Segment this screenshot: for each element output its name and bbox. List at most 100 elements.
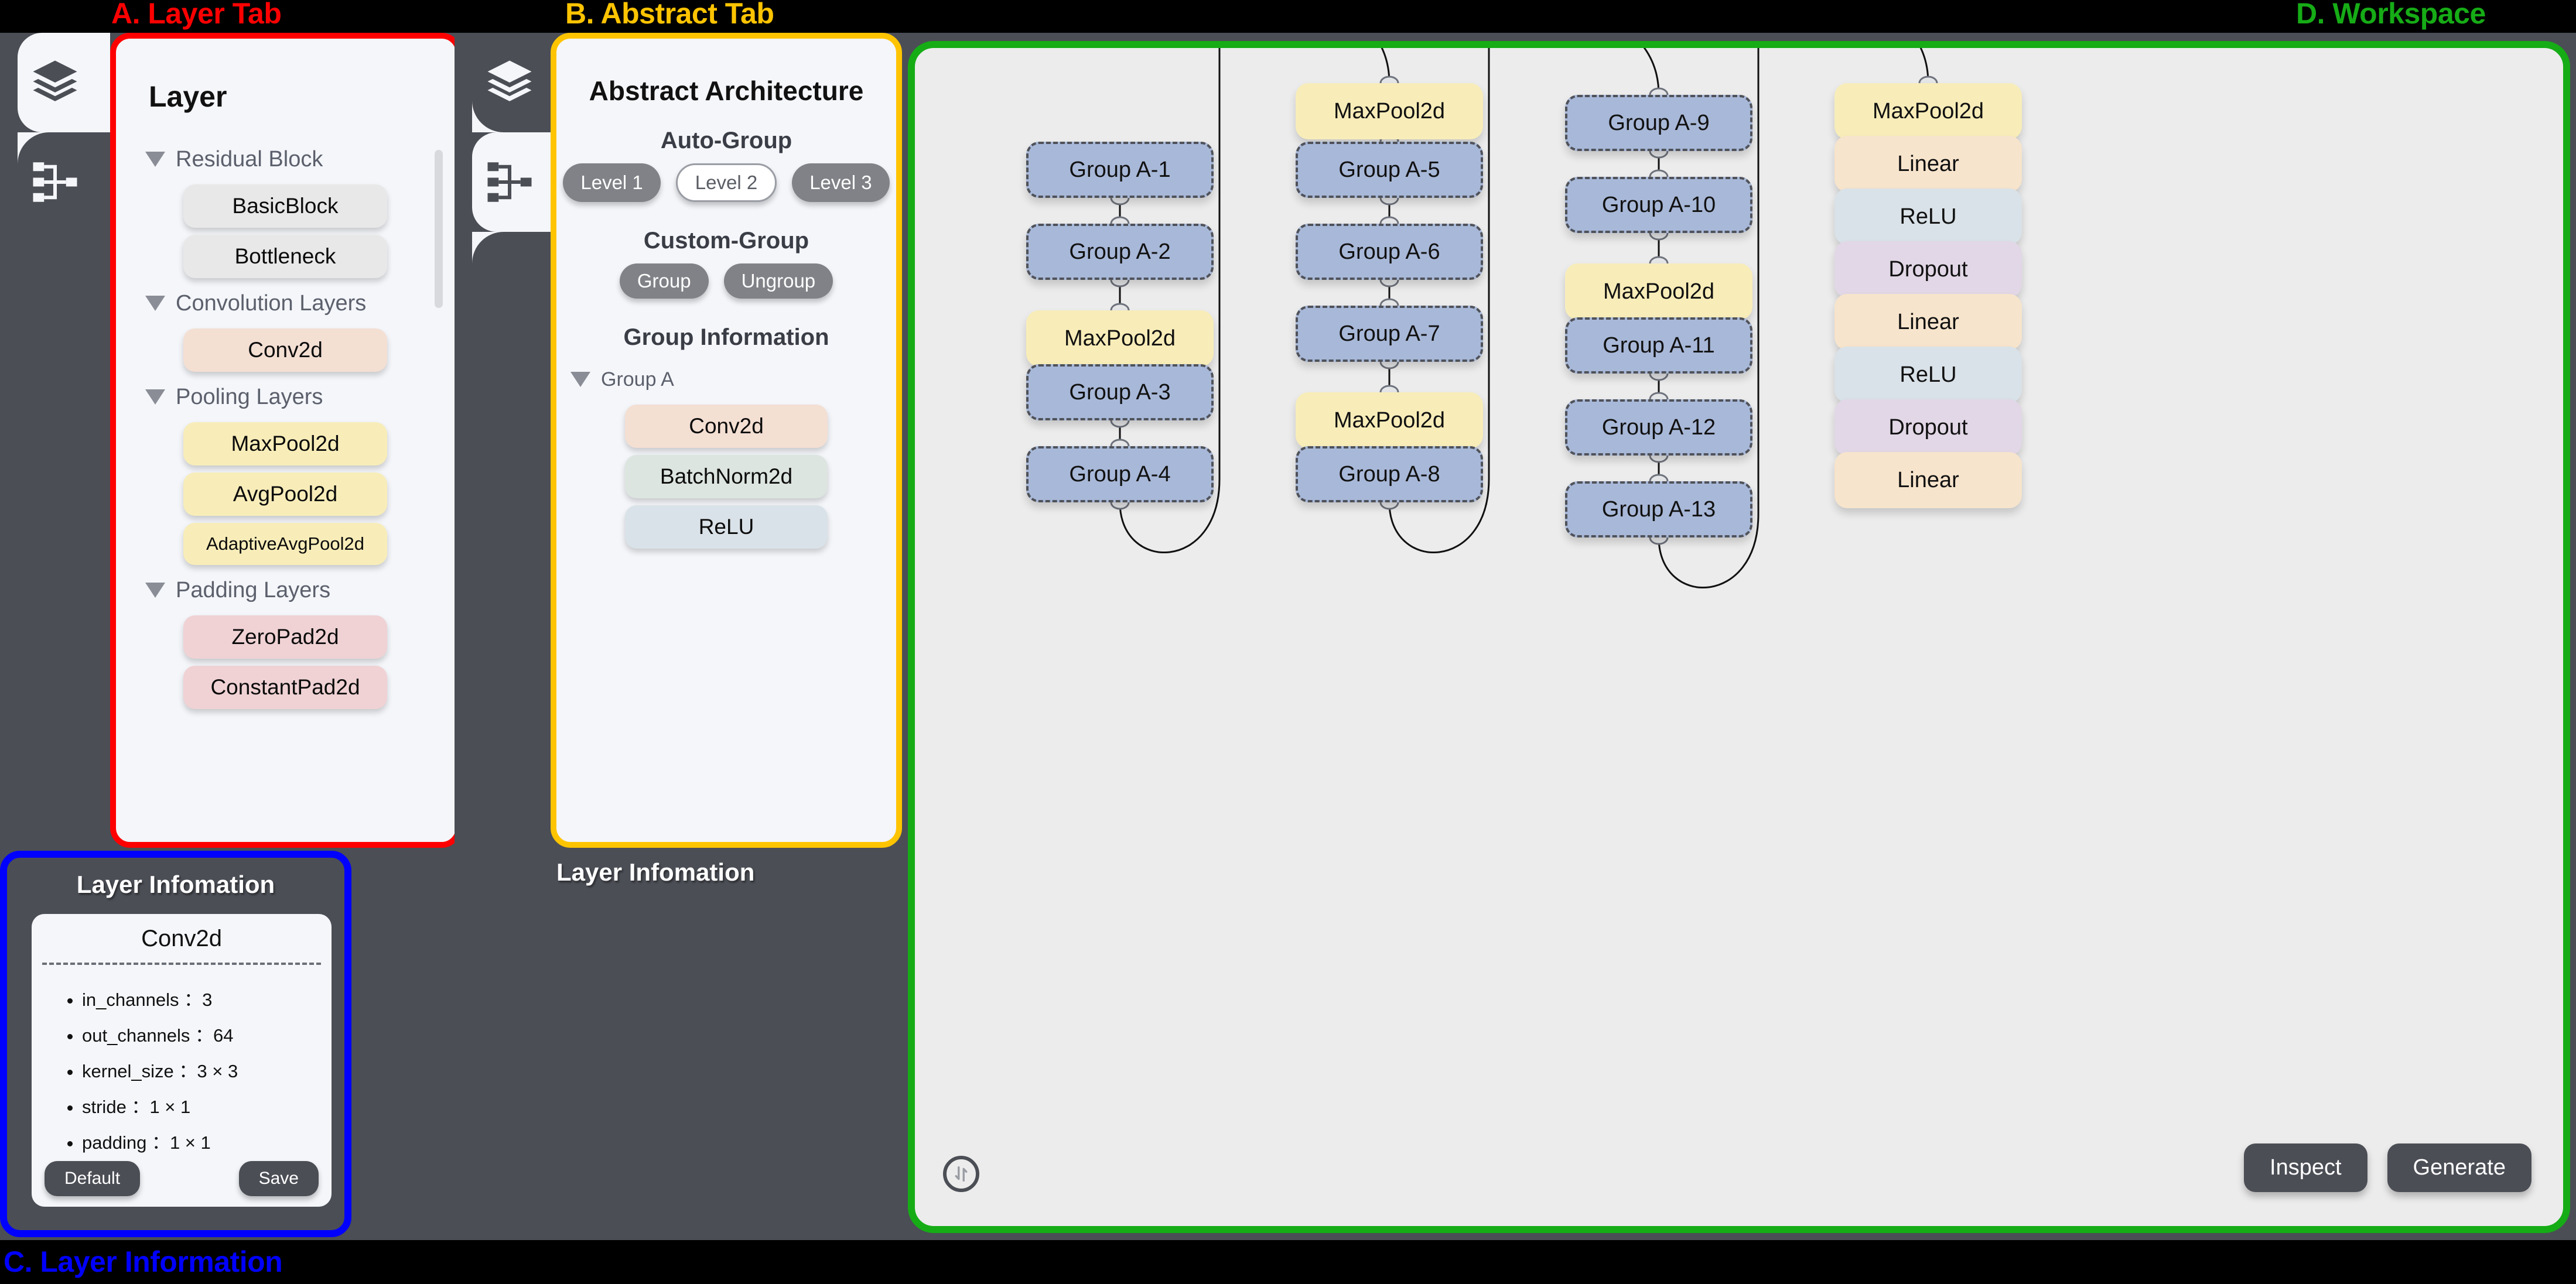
workspace-node[interactable]: ReLU bbox=[1834, 189, 2022, 245]
layer-property: stride ：1 × 1 bbox=[82, 1092, 332, 1118]
workspace-node[interactable]: Group A-13 bbox=[1565, 481, 1752, 537]
ungroup-button[interactable]: Ungroup bbox=[723, 263, 833, 299]
workspace-node[interactable]: MaxPool2d bbox=[1296, 392, 1483, 448]
inspect-button[interactable]: Inspect bbox=[2244, 1143, 2367, 1192]
workspace-node[interactable]: Group A-4 bbox=[1026, 446, 1214, 502]
workspace-node[interactable]: MaxPool2d bbox=[1296, 83, 1483, 139]
workspace-node-label: Group A-1 bbox=[1069, 157, 1171, 182]
workspace-node[interactable]: Group A-7 bbox=[1296, 306, 1483, 362]
layer-category-list[interactable]: Residual Block BasicBlock Bottleneck Con… bbox=[116, 141, 455, 832]
workspace-node-label: Group A-12 bbox=[1601, 415, 1716, 440]
workspace-node-label: Group A-8 bbox=[1338, 461, 1440, 487]
layer-chip-constantpad2d[interactable]: ConstantPad2d bbox=[183, 666, 387, 709]
workspace-node-label: Group A-6 bbox=[1338, 239, 1440, 264]
annotation-layer-tab: A. Layer Tab bbox=[111, 0, 282, 30]
workspace-node[interactable]: MaxPool2d bbox=[1565, 263, 1752, 320]
workspace-node[interactable]: Group A-11 bbox=[1565, 317, 1752, 374]
abstract-sidebar-item-hierarchy[interactable] bbox=[455, 132, 565, 232]
level-3-button[interactable]: Level 3 bbox=[792, 163, 890, 202]
layer-chip-conv2d[interactable]: Conv2d bbox=[183, 328, 387, 372]
chevron-down-icon bbox=[570, 372, 590, 387]
swap-direction-button[interactable] bbox=[943, 1156, 979, 1192]
layer-group-padding-layers[interactable]: Padding Layers bbox=[145, 572, 455, 608]
layer-group-label: Padding Layers bbox=[176, 577, 331, 602]
workspace-node[interactable]: Group A-8 bbox=[1296, 446, 1483, 502]
layer-chip-bottleneck[interactable]: Bottleneck bbox=[183, 235, 387, 278]
abstract-panel-title: Abstract Architecture bbox=[589, 76, 864, 106]
workspace-node-label: Group A-4 bbox=[1069, 461, 1171, 487]
group-button[interactable]: Group bbox=[619, 263, 709, 299]
layer-property: kernel_size ：3 × 3 bbox=[82, 1056, 332, 1083]
workspace-node[interactable]: MaxPool2d bbox=[1026, 310, 1214, 367]
hierarchy-icon bbox=[487, 162, 532, 202]
workspace-node[interactable]: Linear bbox=[1834, 294, 2022, 350]
layer-chip-basicblock[interactable]: BasicBlock bbox=[183, 184, 387, 228]
workspace-node-label: MaxPool2d bbox=[1333, 408, 1446, 433]
group-item-relu[interactable]: ReLU bbox=[625, 505, 828, 549]
chevron-down-icon bbox=[145, 389, 165, 405]
workspace-node-label: Group A-5 bbox=[1338, 157, 1440, 182]
custom-group-actions: Group Ungroup bbox=[556, 263, 896, 299]
workspace-node[interactable]: Group A-9 bbox=[1565, 95, 1752, 151]
workspace-node-label: Group A-3 bbox=[1069, 379, 1171, 405]
workspace-node[interactable]: Linear bbox=[1834, 136, 2022, 192]
workspace-node[interactable]: Group A-6 bbox=[1296, 224, 1483, 280]
workspace-node[interactable]: ReLU bbox=[1834, 347, 2022, 403]
hierarchy-icon bbox=[33, 162, 77, 202]
group-a-header[interactable]: Group A bbox=[570, 361, 896, 398]
workspace-node[interactable]: Group A-12 bbox=[1565, 399, 1752, 456]
group-a-label: Group A bbox=[601, 368, 674, 391]
workspace-node-label: Dropout bbox=[1888, 256, 1968, 282]
save-button[interactable]: Save bbox=[238, 1161, 319, 1196]
auto-group-label: Auto-Group bbox=[660, 128, 792, 153]
workspace-node-label: Group A-13 bbox=[1601, 497, 1716, 522]
workspace-node[interactable]: Dropout bbox=[1834, 399, 2022, 456]
layer-information-title: Layer Infomation bbox=[76, 871, 275, 898]
layer-list-scrollbar[interactable] bbox=[435, 150, 443, 308]
default-button[interactable]: Default bbox=[45, 1161, 141, 1196]
layers-icon bbox=[33, 60, 77, 101]
group-information-label: Group Information bbox=[623, 324, 829, 350]
workspace-node[interactable]: Dropout bbox=[1834, 241, 2022, 297]
workspace-node[interactable]: Linear bbox=[1834, 452, 2022, 508]
layer-group-pooling-layers[interactable]: Pooling Layers bbox=[145, 379, 455, 415]
workspace-node[interactable]: Group A-3 bbox=[1026, 364, 1214, 420]
layer-group-convolution-layers[interactable]: Convolution Layers bbox=[145, 285, 455, 321]
layer-property: out_channels ：64 bbox=[82, 1021, 332, 1047]
workspace-node-label: MaxPool2d bbox=[1333, 98, 1446, 124]
layer-chip-avgpool2d[interactable]: AvgPool2d bbox=[183, 472, 387, 516]
swap-direction-icon bbox=[955, 1166, 968, 1182]
sidebar-item-hierarchy[interactable] bbox=[0, 132, 110, 232]
layers-icon bbox=[487, 60, 532, 101]
workspace-node-label: Group A-11 bbox=[1603, 333, 1715, 358]
abstract-bottom-layer-information-label: Layer Infomation bbox=[556, 858, 755, 886]
group-item-conv2d[interactable]: Conv2d bbox=[625, 405, 828, 448]
annotation-layer-information: C. Layer Information bbox=[4, 1245, 283, 1278]
abstract-sidebar-item-layers[interactable] bbox=[455, 33, 565, 132]
workspace-node[interactable]: Group A-1 bbox=[1026, 142, 1214, 198]
generate-button[interactable]: Generate bbox=[2387, 1143, 2531, 1192]
sidebar-item-layers[interactable] bbox=[0, 33, 110, 132]
workspace-node-label: Linear bbox=[1897, 309, 1959, 334]
workspace-node-label: MaxPool2d bbox=[1872, 98, 1984, 124]
workspace-node[interactable]: Group A-5 bbox=[1296, 142, 1483, 198]
layer-chip-maxpool2d[interactable]: MaxPool2d bbox=[183, 422, 387, 465]
workspace-node[interactable]: MaxPool2d bbox=[1834, 83, 2022, 139]
layer-information-layer-name: Conv2d bbox=[141, 926, 222, 951]
workspace-node-label: Group A-10 bbox=[1601, 192, 1716, 217]
layer-chip-adaptiveavgpool2d[interactable]: AdaptiveAvgPool2d bbox=[183, 523, 387, 565]
level-2-button[interactable]: Level 2 bbox=[675, 163, 777, 202]
chevron-down-icon bbox=[145, 583, 165, 598]
level-1-button[interactable]: Level 1 bbox=[563, 163, 661, 202]
layer-group-residual-block[interactable]: Residual Block bbox=[145, 141, 455, 177]
workspace-node[interactable]: Group A-2 bbox=[1026, 224, 1214, 280]
group-item-batchnorm2d[interactable]: BatchNorm2d bbox=[625, 455, 828, 498]
workspace-node[interactable]: Group A-10 bbox=[1565, 177, 1752, 233]
layer-property: in_channels ：3 bbox=[82, 985, 332, 1011]
layer-chip-zeropad2d[interactable]: ZeroPad2d bbox=[183, 615, 387, 659]
workspace-node-label: Group A-7 bbox=[1338, 321, 1440, 346]
layer-group-label: Residual Block bbox=[176, 146, 323, 172]
workspace-node-label: Group A-9 bbox=[1608, 110, 1710, 135]
